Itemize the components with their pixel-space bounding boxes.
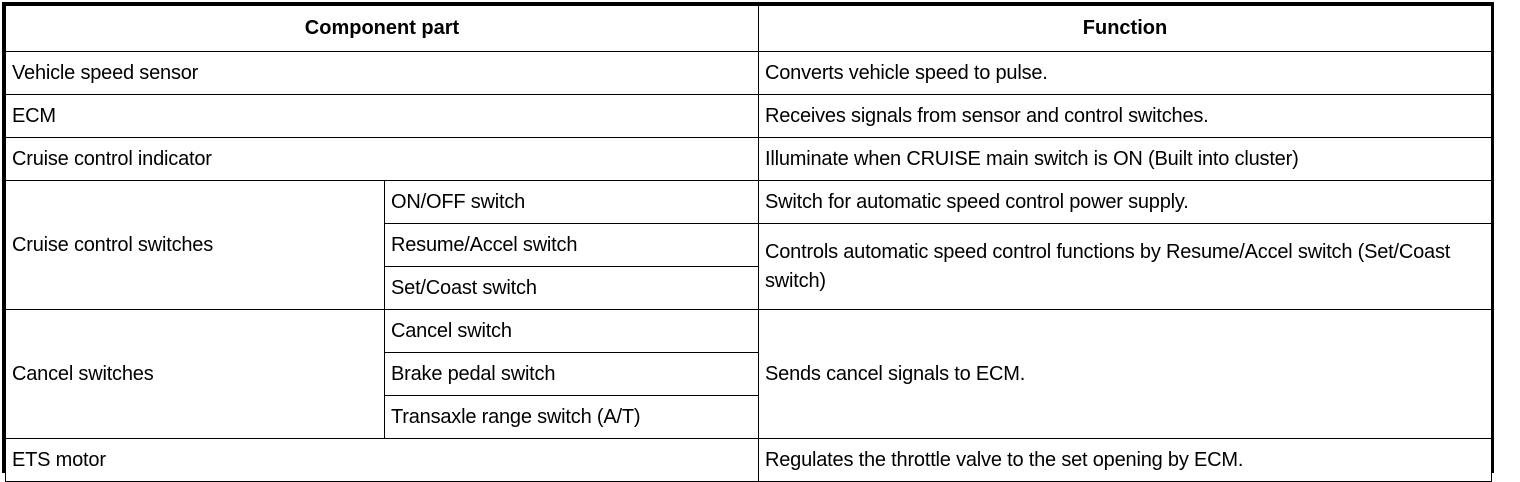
cell-function: Receives signals from sensor and control… bbox=[758, 94, 1492, 138]
cell-component-subpart: Set/Coast switch bbox=[384, 266, 759, 310]
cell-function: Switch for automatic speed control power… bbox=[758, 180, 1492, 224]
cell-function: Illuminate when CRUISE main switch is ON… bbox=[758, 137, 1492, 181]
cell-component-part-group: Cancel switches bbox=[5, 309, 385, 439]
cell-component-part: Vehicle speed sensor bbox=[5, 51, 759, 95]
table-row: Set/Coast switch bbox=[6, 266, 1492, 310]
cell-component-subpart: Transaxle range switch (A/T) bbox=[384, 395, 759, 439]
table-row: Cruise control switches ON/OFF switch Sw… bbox=[5, 180, 1492, 310]
table-row: ETS motor Regulates the throttle valve t… bbox=[5, 438, 1492, 482]
cell-component-part: ETS motor bbox=[5, 438, 759, 482]
cell-component-subpart: ON/OFF switch bbox=[384, 180, 759, 224]
table-row: ECM Receives signals from sensor and con… bbox=[5, 94, 1492, 138]
table-row: Transaxle range switch (A/T) bbox=[6, 395, 1492, 439]
component-function-table: Component part Function Vehicle speed se… bbox=[5, 5, 1492, 482]
table-row: Brake pedal switch bbox=[6, 352, 1492, 396]
table-header: Component part Function bbox=[5, 5, 1492, 52]
cell-function: Regulates the throttle valve to the set … bbox=[758, 438, 1492, 482]
table-row: Cruise control indicator Illuminate when… bbox=[5, 137, 1492, 181]
header-row: Component part Function bbox=[5, 5, 1492, 52]
table-body: Vehicle speed sensor Converts vehicle sp… bbox=[5, 51, 1492, 482]
cell-component-subpart: Cancel switch bbox=[384, 309, 759, 353]
cell-component-subpart: Brake pedal switch bbox=[384, 352, 759, 396]
cell-function-group: Sends cancel signals to ECM. bbox=[758, 309, 1492, 439]
table-row: Resume/Accel switch Controls automatic s… bbox=[6, 223, 1492, 310]
cell-function-group: Controls automatic speed control functio… bbox=[758, 223, 1492, 310]
table-row: Cancel switches Cancel switch Sends canc… bbox=[5, 309, 1492, 439]
spec-table-container: Component part Function Vehicle speed se… bbox=[2, 2, 1494, 482]
table-row: Vehicle speed sensor Converts vehicle sp… bbox=[5, 51, 1492, 95]
cell-component-part: ECM bbox=[5, 94, 759, 138]
header-function: Function bbox=[758, 5, 1492, 52]
cell-component-subpart: Resume/Accel switch bbox=[384, 223, 759, 267]
cell-function: Converts vehicle speed to pulse. bbox=[758, 51, 1492, 95]
cell-component-part-group: Cruise control switches bbox=[5, 180, 385, 310]
cell-component-part: Cruise control indicator bbox=[5, 137, 759, 181]
header-component-part: Component part bbox=[5, 5, 759, 52]
